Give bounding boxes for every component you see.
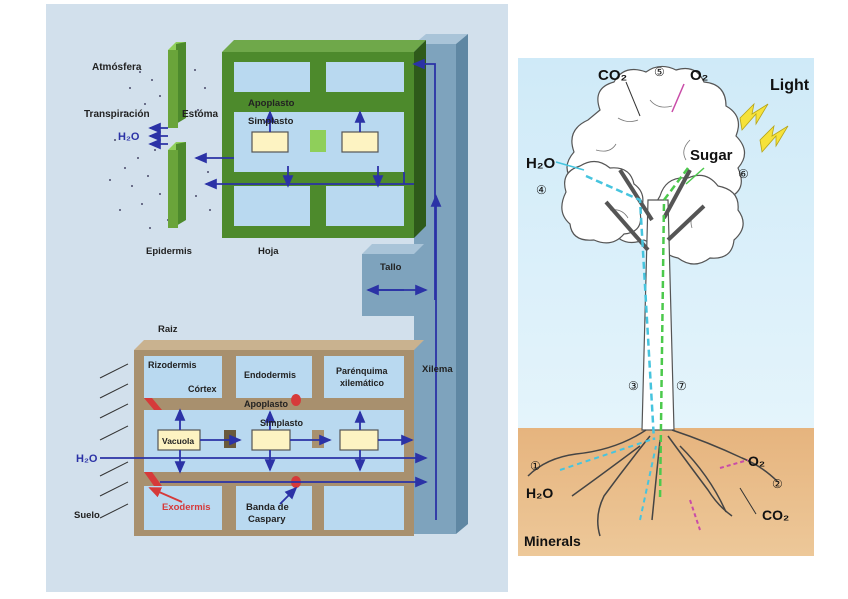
marker-7: ⑦ — [676, 379, 687, 393]
marker-3: ③ — [628, 379, 639, 393]
label-h2o-leaf-right: H₂O — [526, 155, 555, 172]
marker-6: ⑥ — [738, 167, 749, 181]
label-cortex: Córtex — [188, 384, 217, 394]
label-symplast-leaf: Simplasto — [248, 116, 294, 127]
label-rhizodermis: Rizodermis — [148, 360, 197, 370]
label-casparian-2: Caspary — [248, 514, 286, 525]
root-block — [134, 340, 424, 536]
light-bolts-icon — [739, 102, 789, 153]
water-vapor-dots — [109, 69, 211, 229]
marker-1: ① — [530, 459, 541, 473]
leaf-block — [222, 40, 426, 238]
root-water-transport-panel: Atmósfera Transpiración Estóma H₂O Apopl… — [46, 4, 508, 592]
label-h2o-root: H₂O — [76, 453, 98, 465]
label-sugar: Sugar — [690, 147, 733, 164]
marker-5: ⑤ — [654, 65, 665, 79]
label-co2-top: CO₂ — [598, 67, 627, 84]
label-endodermis: Endodermis — [244, 370, 296, 380]
tree-roots — [527, 429, 779, 537]
label-apoplast-root: Apoplasto — [244, 399, 289, 409]
root-o2-stream — [689, 459, 749, 531]
label-soil: Suelo — [74, 510, 100, 521]
label-apoplast-leaf: Apoplasto — [248, 98, 295, 109]
label-h2o-root-right: H₂O — [526, 485, 553, 501]
label-xylem: Xilema — [422, 364, 453, 375]
water-flow-arrows — [100, 58, 442, 520]
label-vacuole: Vacuola — [162, 436, 194, 446]
label-o2-root: O₂ — [748, 453, 765, 469]
label-atmosphere: Atmósfera — [92, 62, 142, 73]
root-uptake-stream — [559, 439, 657, 521]
soil-background — [518, 428, 814, 556]
xylem-stream — [585, 174, 656, 441]
label-stoma: Estóma — [182, 109, 219, 120]
label-parenchyma-2: xilemático — [340, 378, 385, 388]
label-leaf: Hoja — [258, 246, 279, 257]
label-epidermis: Epidermis — [146, 246, 192, 257]
tree-trunk — [641, 199, 675, 431]
label-o2-top: O₂ — [690, 67, 708, 84]
label-root: Raiz — [158, 324, 178, 335]
label-co2-root: CO₂ — [762, 507, 789, 523]
phloem-stream — [658, 167, 689, 501]
epidermis-stoma — [168, 42, 186, 228]
marker-4: ④ — [536, 183, 547, 197]
label-exodermis: Exodermis — [162, 502, 211, 513]
label-transpiration: Transpiración — [84, 109, 150, 120]
label-h2o-leaf: H₂O — [118, 131, 140, 143]
tree-transport-panel: CO₂ ⑤ O₂ Light H₂O ④ Sugar ⑥ ③ ⑦ ① O₂ ② … — [518, 58, 814, 556]
label-casparian-1: Banda de — [246, 502, 289, 513]
label-parenchyma-1: Parénquima — [336, 366, 389, 376]
tree-branches — [604, 168, 706, 252]
tree-canopy — [561, 65, 746, 265]
label-stem: Tallo — [380, 262, 402, 273]
label-minerals: Minerals — [524, 533, 581, 549]
marker-2: ② — [772, 477, 783, 491]
label-symplast-root: Simplasto — [260, 418, 304, 428]
label-light: Light — [770, 77, 810, 94]
soil-hatching — [99, 363, 129, 519]
